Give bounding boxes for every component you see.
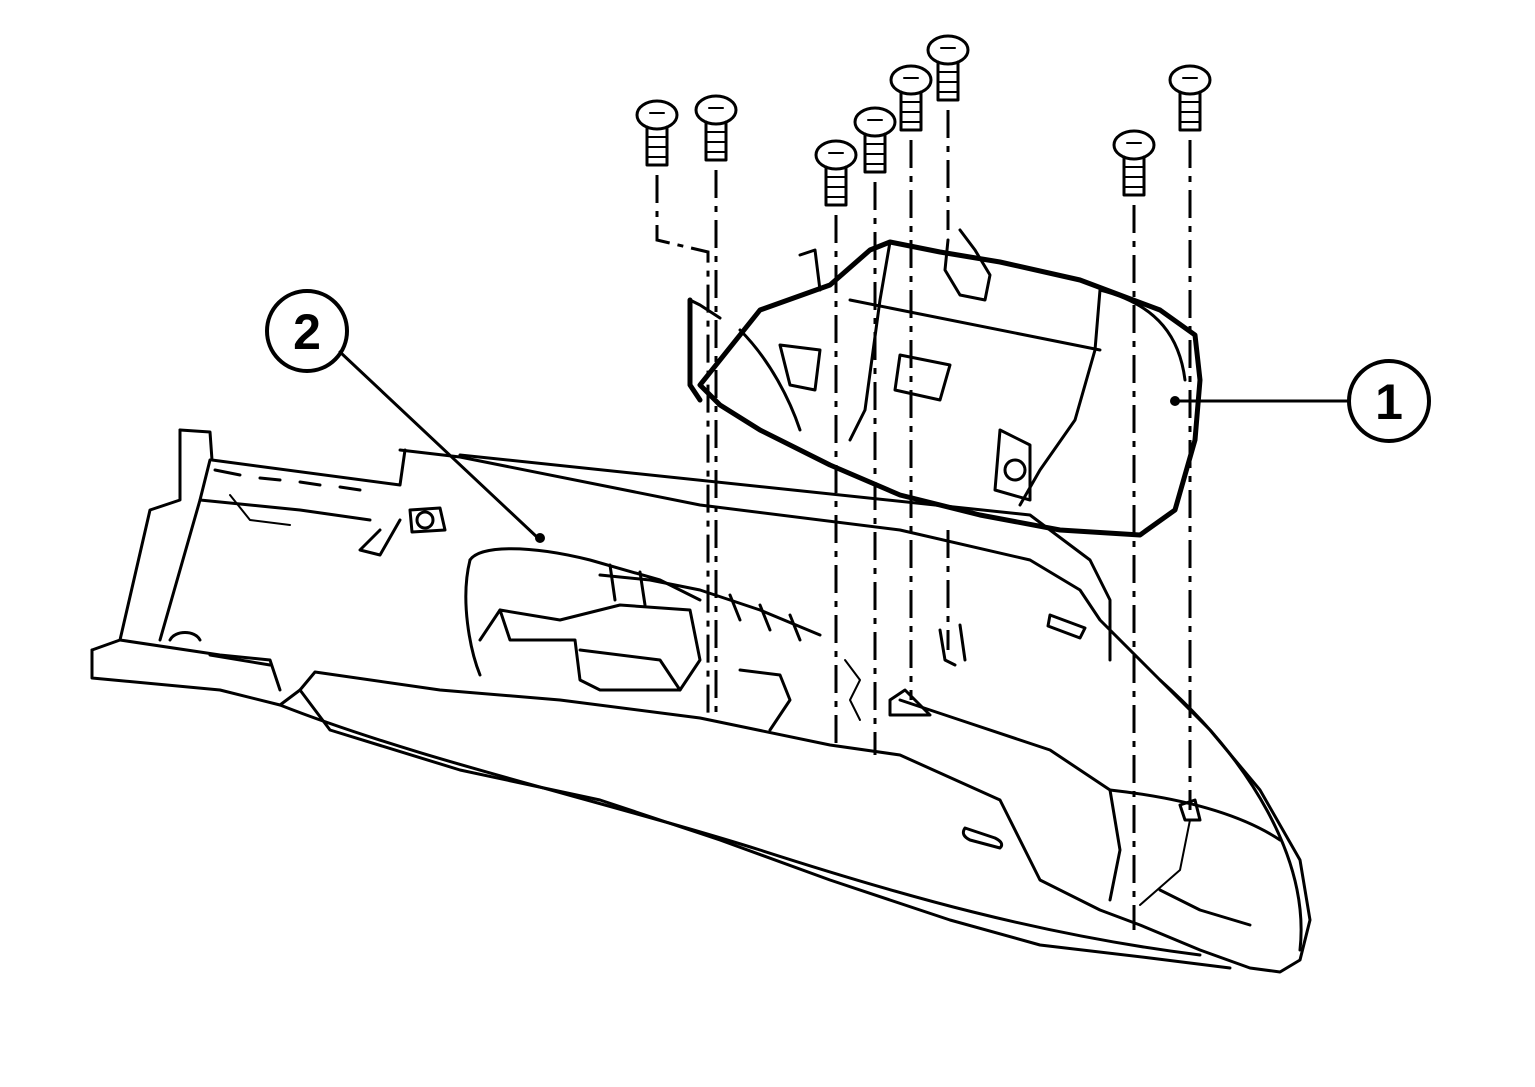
callout-1-label: 1 [1375, 374, 1403, 430]
screw-4 [853, 106, 897, 174]
screw-3 [814, 139, 858, 207]
screw-8 [1168, 64, 1212, 132]
callout-1: 1 [1170, 359, 1431, 443]
glove-box-assembly [687, 228, 1203, 538]
callout-2-leader [338, 350, 540, 540]
screw-6 [926, 34, 970, 102]
callout-2: 2 [265, 289, 540, 540]
lower-instrument-panel [90, 428, 1312, 974]
screw-5 [889, 64, 933, 132]
alignment-lines [655, 110, 1192, 930]
screw-7 [1112, 129, 1156, 197]
callout-2-circle [265, 289, 349, 373]
screws [635, 34, 1212, 207]
callout-1-circle [1347, 359, 1431, 443]
screw-2 [694, 94, 738, 162]
screw-1 [635, 99, 679, 167]
callout-2-label: 2 [293, 304, 321, 360]
